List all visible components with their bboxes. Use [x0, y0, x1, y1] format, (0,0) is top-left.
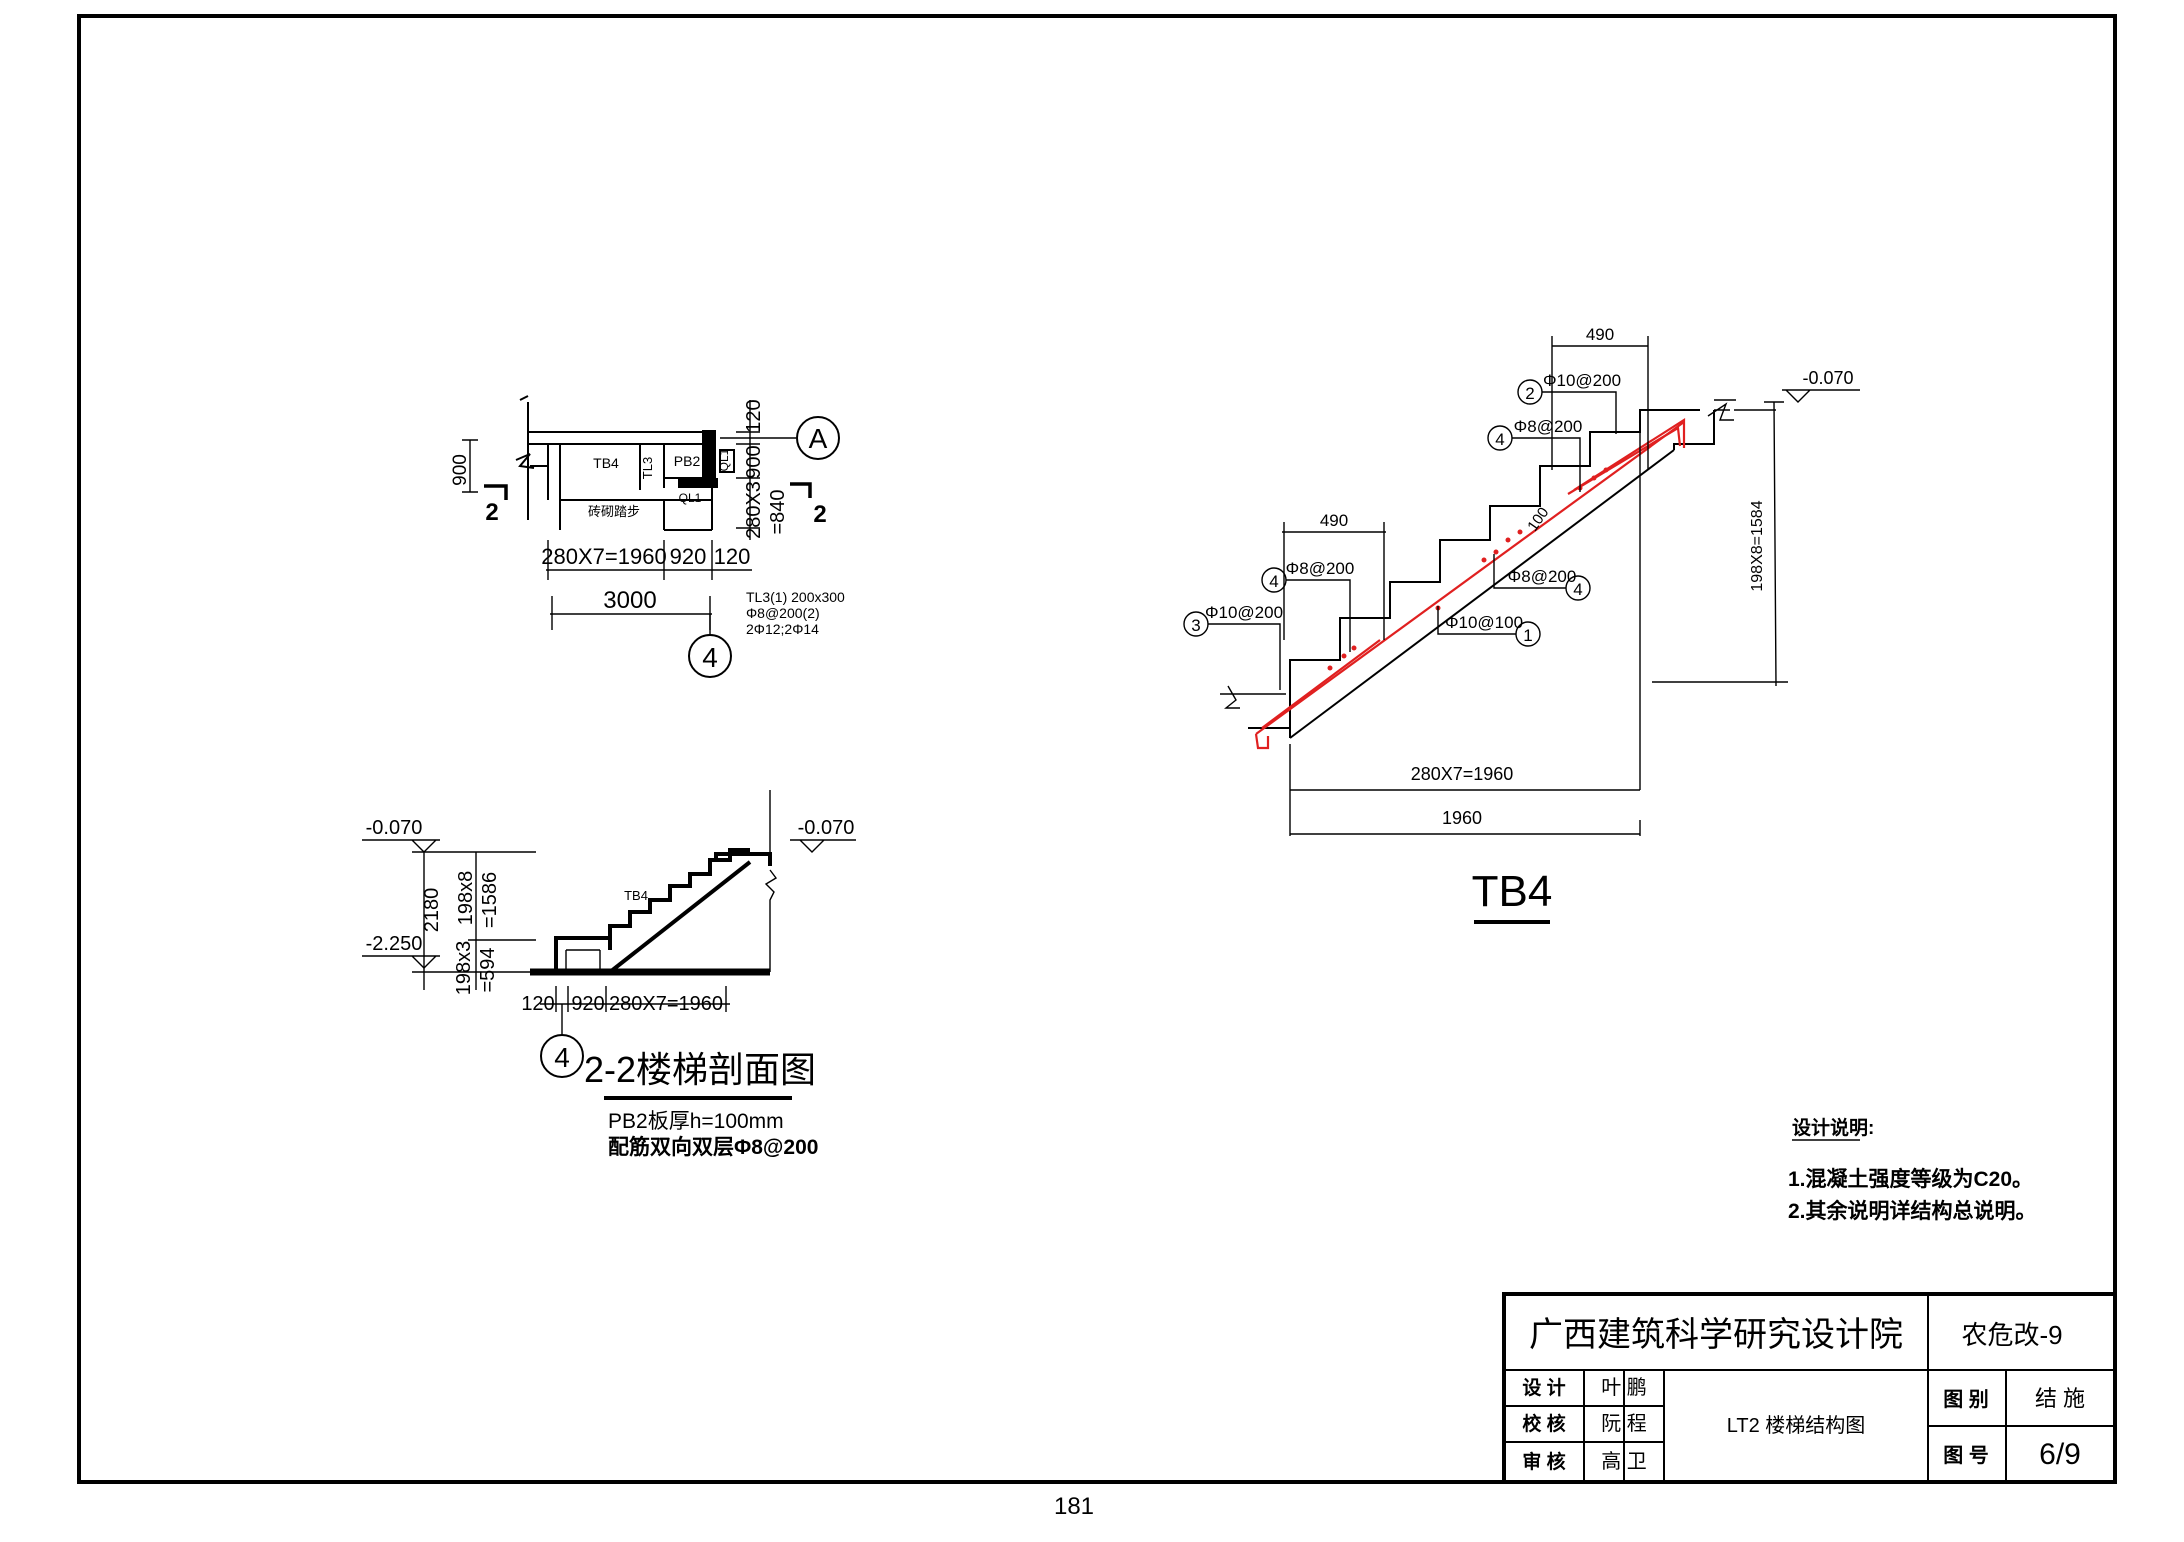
tb-design-label: 设 计 [1522, 1377, 1565, 1399]
tb-drawing-title: LT2 楼梯结构图 [1727, 1414, 1866, 1437]
plan-dim-900-left: 900 [450, 454, 471, 486]
tb-design-name: 叶 鹏 [1601, 1376, 1647, 1399]
tb4-title: TB4 [1472, 867, 1553, 916]
tb4-num-4-right: 4 [1573, 580, 1582, 599]
plan-beam-note-3: 2Φ12;2Φ14 [746, 621, 819, 637]
plan-dim-280x3: 280X3 [743, 481, 765, 539]
plan-dim-840: =840 [767, 489, 789, 534]
title-block: 广西建筑科学研究设计院 农危改-9 设 计 叶 鹏 校 核 阮 程 审 核 高 … [1502, 1292, 2117, 1484]
tb4-dim-1960: 1960 [1442, 808, 1482, 828]
tb-institute: 广西建筑科学研究设计院 [1529, 1316, 1903, 1354]
tb4-dim-280x7: 280X7=1960 [1411, 764, 1514, 784]
plan-dim-120-top: 120 [743, 399, 765, 432]
tb4-elev: -0.070 [1802, 368, 1853, 388]
tb4-dim-490-left: 490 [1320, 511, 1348, 530]
tb-category-value: 结 施 [2035, 1386, 2085, 1411]
section-dim-120: 120 [521, 993, 554, 1015]
section-title: 2-2楼梯剖面图 [584, 1049, 816, 1090]
section-label-tb4: TB4 [624, 888, 648, 903]
plan-dim-120: 120 [714, 544, 751, 569]
section-dim-594: =594 [477, 947, 499, 992]
tb4-dim-490-top: 490 [1586, 325, 1614, 344]
tb4-num-4-top: 4 [1495, 430, 1504, 449]
plan-dim-280x7: 280X7=1960 [541, 544, 666, 569]
tb-check-label: 校 核 [1522, 1412, 1565, 1435]
plan-label-tl3: TL3 [640, 457, 655, 479]
tb4-bar-4-left: Φ8@200 [1286, 559, 1355, 578]
plan-label-pb2: PB2 [674, 453, 701, 469]
section-dim-280x7: 280X7=1960 [609, 993, 723, 1015]
plan-dim-3000: 3000 [603, 587, 656, 614]
tb4-bar-1: Φ10@100 [1445, 613, 1523, 632]
page-number: 181 [1054, 1493, 1094, 1520]
plan-axis-4: 4 [702, 642, 718, 673]
plan-beam-note-2: Φ8@200(2) [746, 605, 820, 621]
section-elev-left-bottom: -2.250 [366, 933, 423, 955]
section-dim-1586: =1586 [479, 872, 501, 928]
tb-project-code: 农危改-9 [1961, 1320, 2062, 1350]
design-notes: 设计说明: 1.混凝土强度等级为C20。 2.其余说明详结构总说明。 [1788, 1116, 2037, 1223]
section-note-2: 配筋双向双层Φ8@200 [608, 1135, 818, 1159]
notes-heading: 设计说明: [1792, 1116, 1874, 1139]
tb-number-value: 6/9 [2039, 1438, 2081, 1471]
tb4-bar-3: Φ10@200 [1205, 603, 1283, 622]
section-dim-198x8: 198x8 [455, 871, 477, 926]
plan-label-ql1-top: QL1 [717, 448, 731, 471]
tb-number-label: 图 号 [1943, 1444, 1989, 1467]
section-note-1: PB2板厚h=100mm [608, 1110, 784, 1133]
plan-label-tb4: TB4 [593, 455, 619, 471]
tb4-num-3: 3 [1191, 616, 1200, 635]
plan-section-mark-left: 2 [485, 499, 498, 526]
plan-label-ql1-bottom: QL1 [679, 491, 702, 505]
notes-line-2: 2.其余说明详结构总说明。 [1788, 1199, 2037, 1223]
plan-dim-920: 920 [670, 544, 707, 569]
tb4-num-1: 1 [1523, 626, 1532, 645]
plan-section-mark-right: 2 [813, 501, 826, 528]
notes-line-1: 1.混凝土强度等级为C20。 [1788, 1167, 2033, 1191]
tb4-detail: 490 2 Φ10@200 4 Φ8@200 100 490 4 Φ8@200 … [1183, 325, 1860, 924]
section-axis-4: 4 [554, 1042, 570, 1073]
tb4-thickness: 100 [1524, 504, 1552, 534]
section-elev-right: -0.070 [798, 817, 855, 839]
tb-review-name: 高 卫 [1601, 1450, 1647, 1473]
plan-label-brick-step: 砖砌踏步 [588, 504, 640, 519]
tb4-dim-vertical: 198X8=1584 [1749, 500, 1766, 591]
tb4-bar-4-right: Φ8@200 [1508, 567, 1577, 586]
plan-beam-note-1: TL3(1) 200x300 [746, 589, 845, 605]
tb-category-label: 图 别 [1943, 1388, 1989, 1411]
section-dim-920: 920 [571, 993, 604, 1015]
section-dim-198x3: 198x3 [453, 941, 475, 996]
tb4-num-2: 2 [1525, 384, 1534, 403]
plan-axis-a: A [809, 423, 828, 454]
tb4-bar-4-top: Φ8@200 [1514, 417, 1583, 436]
tb-check-name: 阮 程 [1601, 1412, 1647, 1435]
plan-dim-900-right: 900 [743, 445, 765, 478]
stair-plan: 900 2 TB4 TL3 PB2 QL1 QL1 砖砌踏步 120 900 2… [450, 395, 845, 678]
sheet-border [77, 14, 2117, 1484]
section-dim-2180: 2180 [421, 888, 443, 933]
tb-review-label: 审 核 [1522, 1450, 1565, 1473]
tb4-num-4-left: 4 [1269, 572, 1278, 591]
section-elev-left-top: -0.070 [366, 817, 423, 839]
tb4-bar-2: Φ10@200 [1543, 371, 1621, 390]
section-2-2: -0.070 -2.250 2180 198x8 =1586 198x3 =59… [362, 790, 856, 1159]
